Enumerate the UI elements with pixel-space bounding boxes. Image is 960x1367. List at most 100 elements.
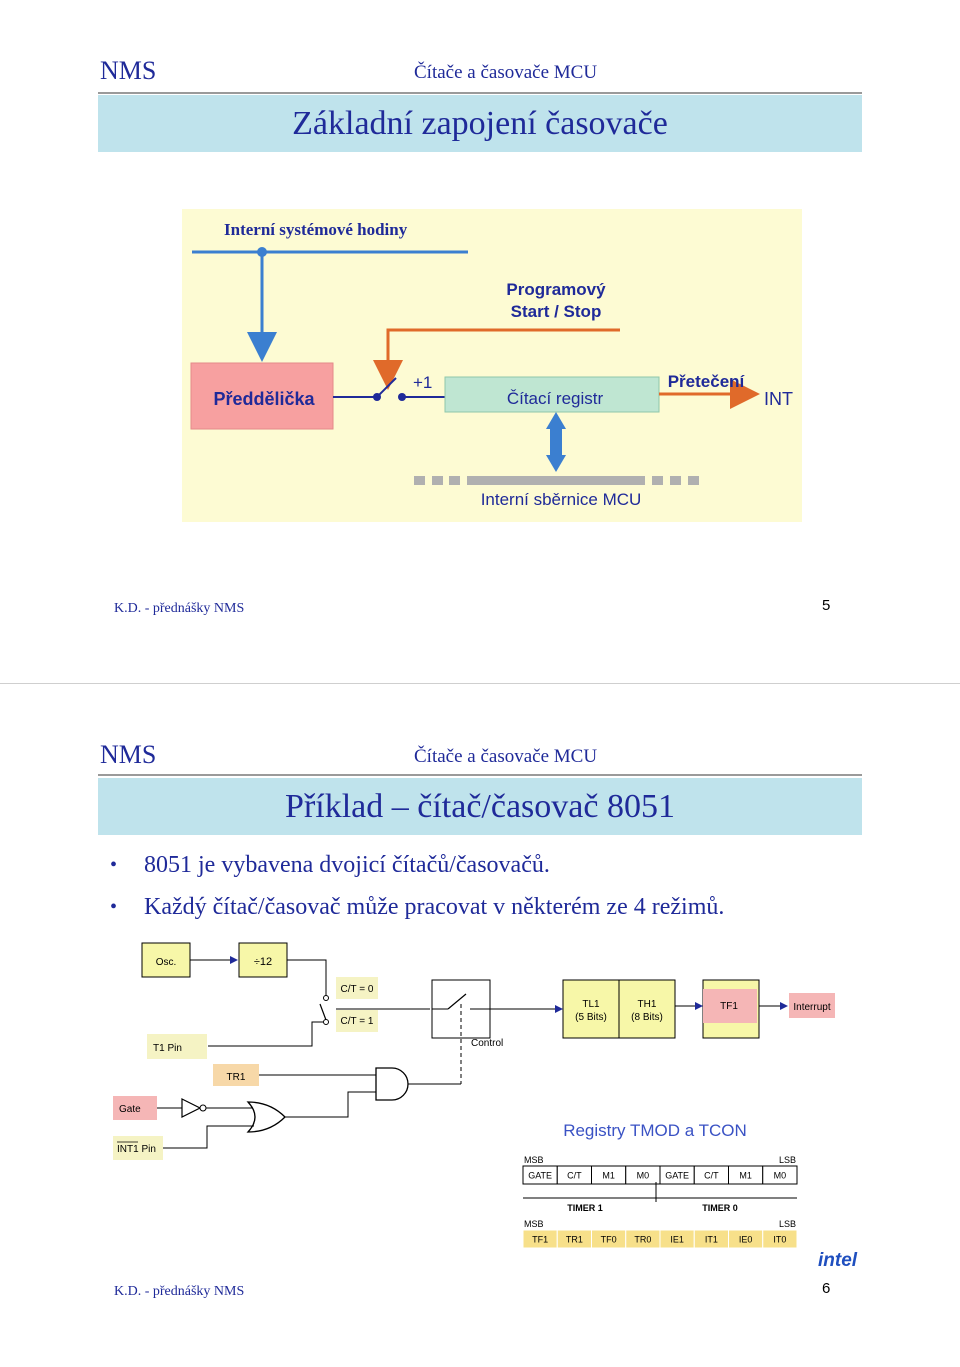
interrupt-box (789, 993, 835, 1018)
bus-seg (670, 476, 681, 485)
title-bar: Základní zapojení časovače (98, 95, 862, 152)
intel-logo: intel (818, 1250, 858, 1271)
t1pin-label: T1 Pin (153, 1043, 182, 1054)
prescaler-label: Předdělička (213, 389, 315, 409)
gate-box (113, 1096, 157, 1120)
bus-arrow-up (546, 412, 566, 429)
and-gate (375, 1067, 409, 1101)
int1pin-box (113, 1136, 163, 1160)
tcon-msb: MSB (524, 1219, 544, 1229)
header-rule (98, 774, 862, 776)
brand-label: NMS (100, 56, 157, 85)
plus-one-label: +1 (413, 373, 432, 392)
clock-junction (257, 247, 267, 257)
control-lever (447, 993, 467, 1010)
bus-seg (449, 476, 460, 485)
int1-wire (163, 1125, 254, 1149)
tcon-bit-label: IT1 (705, 1235, 718, 1245)
control-label: Control (471, 1038, 503, 1049)
tmod-bit-label: C/T (704, 1171, 719, 1181)
ct-contact-bottom (323, 1019, 329, 1025)
divider-box (238, 942, 288, 978)
counter-register-label: Čítací registr (507, 389, 604, 408)
timer1-label: TIMER 1 (567, 1203, 603, 1213)
tmod-register: GATE C/T M1 M0 GATE C/T M1 M0 (522, 1165, 798, 1185)
bus-arrow-down (546, 455, 566, 472)
header-rule (98, 92, 862, 94)
tmod-bit-label: M0 (774, 1171, 787, 1181)
tmod-bit-label: M0 (637, 1171, 650, 1181)
tmod-bit-label: GATE (665, 1171, 689, 1181)
tmod-bit-cell (762, 1165, 798, 1185)
bus-seg (652, 476, 663, 485)
bullet-dot: • (110, 854, 118, 876)
slide-5: NMS Čítače a časovače MCU Základní zapoj… (0, 0, 960, 683)
ct0-box (336, 977, 378, 999)
registers-title: Registry TMOD a TCON (563, 1121, 747, 1140)
div-wire (287, 959, 327, 996)
bullet-text: 8051 je vybavena dvojicí čítačů/časovačů… (144, 852, 550, 878)
not-bubble (199, 1104, 207, 1112)
int1pin-label: INT1 Pin (117, 1144, 156, 1155)
tmod-bit-label: GATE (528, 1171, 552, 1181)
timer0-label: TIMER 0 (702, 1203, 738, 1213)
tf1-label: TF1 (720, 1001, 738, 1012)
bullet-dot: • (110, 896, 118, 918)
tmod-bit-label: M1 (602, 1171, 615, 1181)
start-stop-line (373, 328, 620, 390)
timer-basic-diagram: Interní systémové hodiny Programový Star… (182, 209, 802, 522)
th1-line1: TH1 (638, 999, 657, 1010)
course-label: Čítače a časovače MCU (414, 62, 598, 83)
overflow-label: Přetečení (668, 372, 746, 391)
tcon-bit-label: TR1 (566, 1235, 583, 1245)
bus-bar (467, 476, 645, 485)
slide-title: Příklad – čítač/časovač 8051 (285, 788, 675, 825)
divider-label: ÷12 (254, 956, 272, 968)
ct0-label: C/T = 0 (341, 984, 374, 995)
bus-seg (414, 476, 425, 485)
ct-contact-top (323, 995, 329, 1001)
not-gate (181, 1098, 202, 1118)
tcon-bit-label: TF1 (532, 1235, 548, 1245)
start-stop-line2: Start / Stop (511, 302, 602, 321)
bullet-list: • 8051 je vybavena dvojicí čítačů/časovač… (110, 844, 724, 928)
tcon-bit-label: IE0 (739, 1235, 753, 1245)
tf1-inner (703, 989, 757, 1023)
gate-label: Gate (119, 1104, 141, 1115)
tcon-bit-cell (762, 1229, 798, 1249)
int-label: INT (764, 389, 793, 409)
slide-6: NMS Čítače a časovače MCU Příklad – číta… (0, 684, 960, 1367)
title-bar: Příklad – čítač/časovač 8051 (98, 778, 862, 835)
tr1-label: TR1 (227, 1072, 246, 1083)
tcon-bit-label: TF0 (601, 1235, 617, 1245)
ct1-box (336, 1010, 378, 1032)
bullet-text: Každý čítač/časovač může pracovat v někt… (144, 894, 725, 920)
tmod-lsb: LSB (779, 1155, 796, 1165)
tcon-lsb: LSB (779, 1219, 796, 1229)
timer-8051-diagram: Osc. ÷12 C/T = 0 C/T = 1 T1 Pin Control … (113, 942, 858, 1271)
course-label: Čítače a časovače MCU (414, 746, 598, 767)
th1-line2: (8 Bits) (631, 1012, 663, 1023)
th1-box (618, 979, 676, 1039)
tl1-line2: (5 Bits) (575, 1012, 607, 1023)
bus-seg (688, 476, 699, 485)
osc-label: Osc. (156, 957, 177, 968)
t1pin-box (147, 1034, 207, 1059)
tcon-bit-label: TR0 (634, 1235, 651, 1245)
page-number: 5 (822, 597, 831, 614)
footer-text: K.D. - přednášky NMS (114, 1284, 245, 1299)
tmod-msb: MSB (524, 1155, 544, 1165)
bullet-item: • Každý čítač/časovač může pracovat v něk… (110, 886, 724, 928)
or-out-wire (285, 1091, 376, 1118)
tmod-bit-label: C/T (567, 1171, 582, 1181)
page-number: 6 (822, 1280, 831, 1297)
slide-divider (0, 683, 960, 684)
tcon-bit-label: IT0 (773, 1235, 786, 1245)
brand-label: NMS (100, 740, 157, 769)
footer-text: K.D. - přednášky NMS (114, 601, 245, 616)
or-gate (246, 1101, 286, 1133)
tmod-bit-label: M1 (739, 1171, 752, 1181)
bus-arrow-shaft (550, 425, 562, 459)
tr1-box (213, 1064, 259, 1086)
